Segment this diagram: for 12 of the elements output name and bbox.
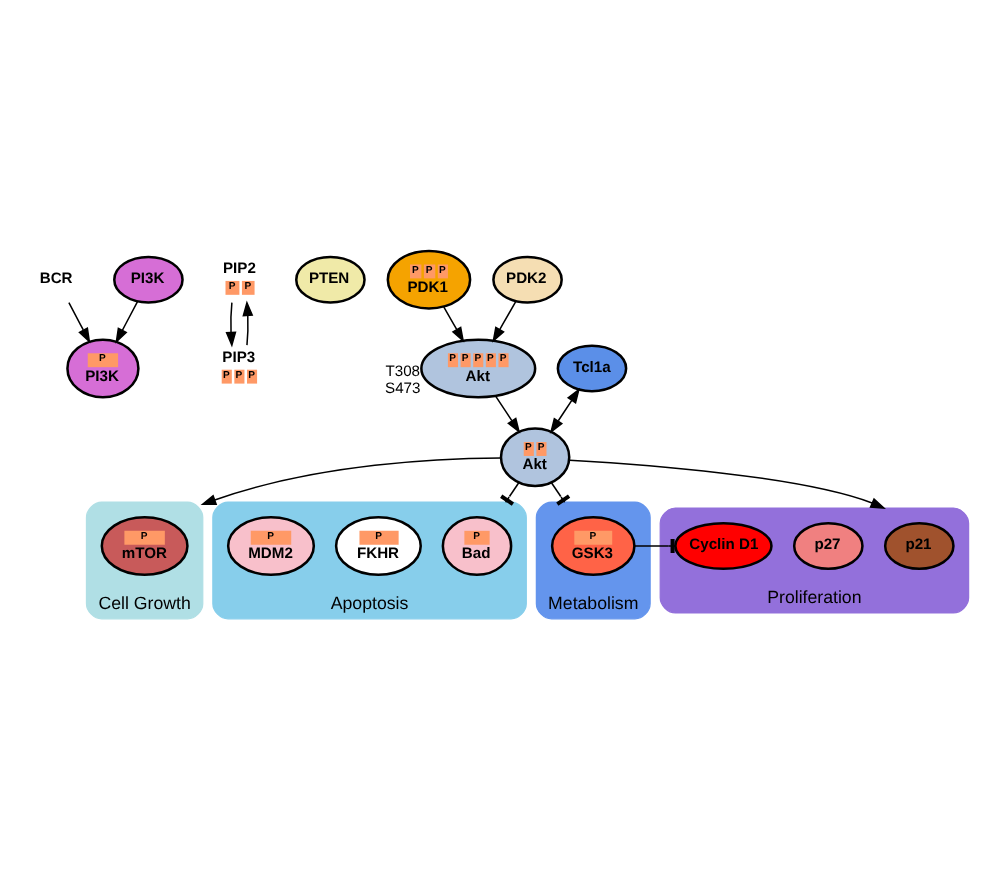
arrow bbox=[493, 395, 520, 434]
arrow bbox=[199, 457, 501, 506]
arrow bbox=[224, 301, 236, 348]
arrow bbox=[548, 387, 580, 434]
arrow bbox=[114, 300, 138, 344]
connector bbox=[499, 481, 519, 506]
arrow bbox=[491, 300, 516, 343]
arrow bbox=[567, 459, 886, 509]
arrow bbox=[442, 306, 464, 343]
arrow bbox=[241, 300, 253, 346]
arrow bbox=[67, 301, 90, 344]
connector bbox=[549, 481, 570, 506]
